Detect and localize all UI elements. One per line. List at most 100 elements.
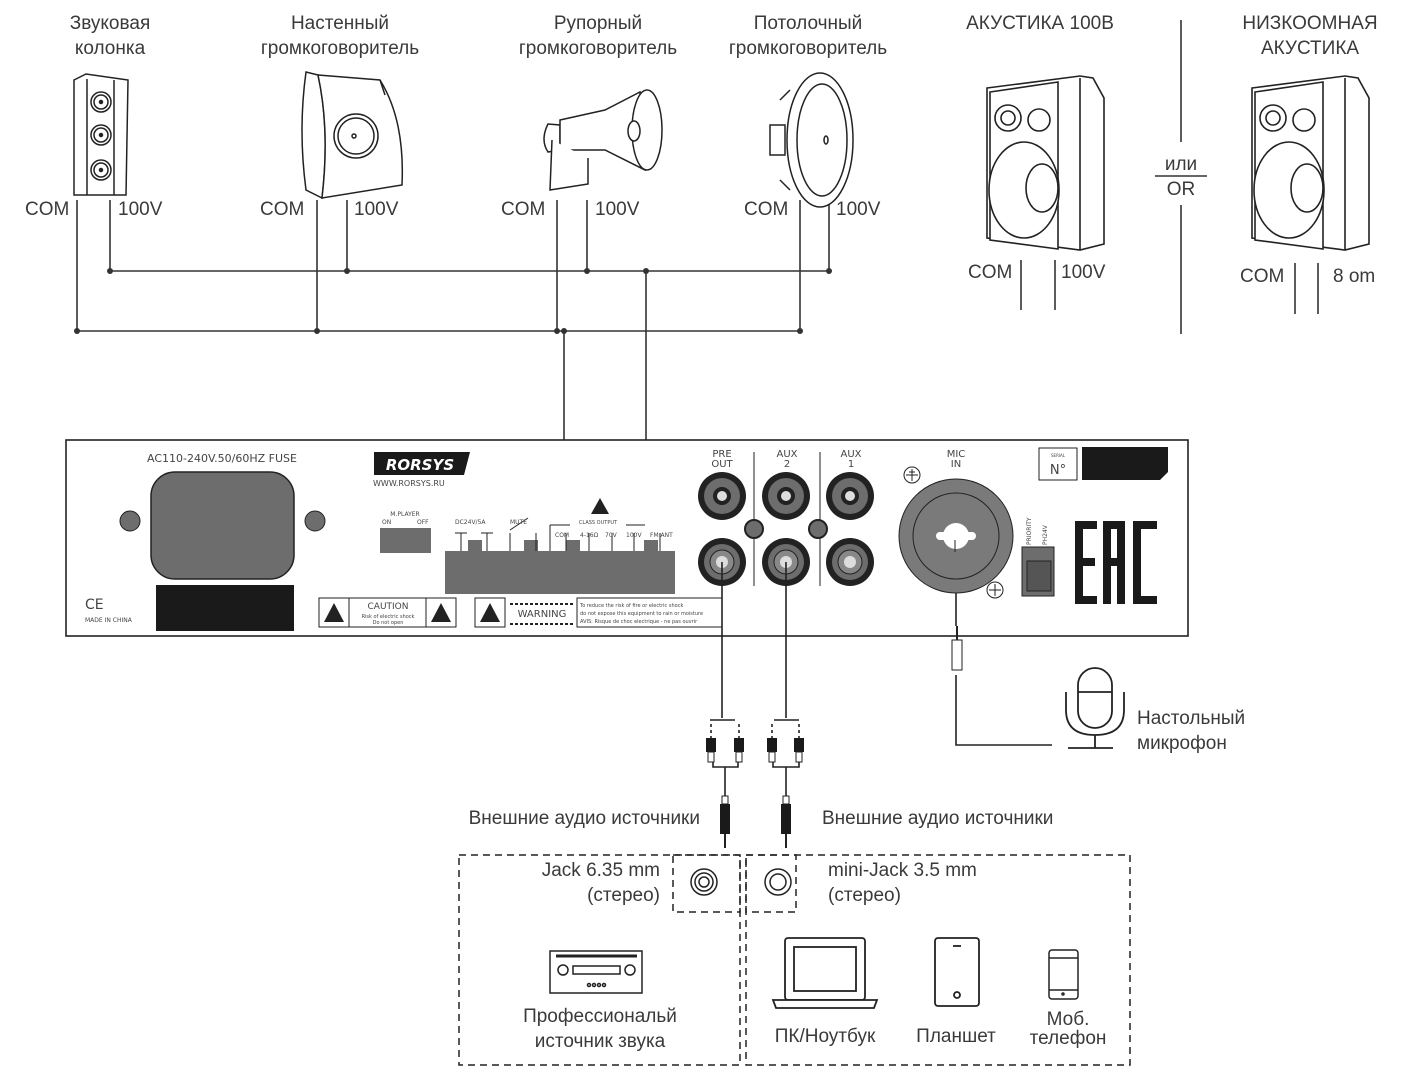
terminal-4-16-label: 4-16Ω — [580, 532, 599, 539]
label-plate — [156, 585, 294, 631]
pre-out-jack-top[interactable] — [698, 472, 746, 520]
terminal-com: COM — [1240, 266, 1285, 287]
caution-title: CAUTION — [368, 602, 409, 612]
mobile-phone-icon — [1048, 949, 1079, 1000]
label-line: Настольный — [1137, 708, 1246, 729]
screw-icon — [903, 466, 1004, 599]
aux1-label-bottom: 1 — [848, 459, 854, 470]
label-line: телефон — [1029, 1028, 1107, 1049]
priority-label: PRIORITY — [1026, 517, 1033, 545]
hazard-icon — [591, 498, 609, 514]
terminal-com: COM — [501, 199, 546, 220]
pre-out-label-top: PRE — [712, 449, 731, 460]
label-line: Настенный — [290, 13, 390, 34]
cables — [710, 562, 1052, 796]
caution-line1: Risk of electric shock — [362, 614, 415, 620]
horn-speaker-icon — [543, 89, 663, 191]
terminal-100v-label: 100V — [626, 532, 642, 539]
or-bottom-label: OR — [1166, 179, 1196, 200]
wall-speaker-icon — [301, 71, 404, 200]
label-line: (стерео) — [828, 885, 901, 906]
junction-dots — [74, 268, 832, 334]
pro-audio-device-icon — [549, 950, 643, 994]
serial-box — [1038, 447, 1078, 481]
speaker-wiring — [76, 20, 1319, 510]
label-line: колонка — [74, 38, 146, 59]
minijack-label: mini-Jack 3.5 mm (стерео) — [828, 858, 1048, 908]
source-boxes — [458, 854, 1131, 1066]
terminal-100v: 100V — [836, 199, 881, 220]
hazard-icon — [324, 603, 344, 622]
label-line: Профессиональй — [523, 1006, 677, 1027]
speaker-label-column: Звуковая колонка — [20, 11, 200, 61]
label-line: Рупорный — [553, 13, 643, 34]
mplayer-off: OFF — [417, 519, 429, 526]
label-line: (стерео) — [587, 885, 660, 906]
amplifier-rear-panel — [65, 439, 1189, 637]
warning-title: WARNING — [518, 609, 567, 620]
aux1-jack-top[interactable] — [826, 472, 874, 520]
speaker-label-horn: Рупорный громкоговоритель — [488, 11, 708, 61]
warning-line3: AVIS: Risque de choc electrique - ne pas… — [580, 619, 698, 625]
box-speaker-100v-icon — [986, 75, 1105, 251]
tablet-label: Планшет — [916, 1026, 996, 1047]
ph24v-label: PH24V — [1042, 524, 1049, 545]
class-output-label: CLASS OUTPUT — [579, 520, 618, 526]
terminal-com: COM — [260, 199, 305, 220]
pre-out-label-bottom: OUT — [711, 459, 733, 470]
label-line: mini-Jack 3.5 mm — [828, 860, 977, 881]
column-speaker-icon — [73, 73, 129, 196]
mplayer-on: ON — [382, 519, 391, 526]
mute-label: MUTE — [510, 519, 527, 526]
aux2-jack-top[interactable] — [762, 472, 810, 520]
terminal-100v: 100V — [595, 199, 640, 220]
warning-line2: do not expose this equipment to rain or … — [580, 611, 703, 617]
dc-label: DC24V/5A — [455, 519, 486, 526]
brand-url: WWW.RORSYS.RU — [373, 479, 445, 488]
terminal-8ohm: 8 om — [1333, 266, 1376, 287]
brand-logo — [374, 452, 470, 475]
serial-label: SERIAL — [1051, 453, 1066, 458]
label-line: Моб. — [1046, 1009, 1090, 1030]
terminal-com: COM — [968, 262, 1013, 283]
terminal-block — [445, 551, 675, 594]
ce-mark: CE — [85, 597, 104, 613]
terminal-100v: 100V — [118, 199, 163, 220]
terminal-com: COM — [25, 199, 70, 220]
terminal-100v: 100V — [354, 199, 399, 220]
made-in-label: MADE IN CHINA — [85, 617, 133, 624]
speaker-label-ceiling: Потолочный громкоговоритель — [698, 11, 918, 61]
label-line: Jack 6.35 mm — [541, 860, 660, 881]
label-line: АКУСТИКА — [1260, 38, 1360, 59]
tablet-icon — [934, 937, 980, 1007]
power-inlet — [150, 471, 295, 580]
microphone-icon — [1065, 667, 1125, 749]
label-line: НИЗКООМНАЯ — [1242, 13, 1378, 34]
pro-source-label: Профессиональй источник звука — [490, 1004, 710, 1054]
eac-mark — [1075, 521, 1157, 604]
acoustics-100v-title: АКУСТИКА 100В — [966, 13, 1114, 34]
jack-635-label: Jack 6.35 mm (стерео) — [470, 858, 660, 908]
label-line: громкоговоритель — [260, 38, 420, 59]
warning-line1: To reduce the risk of fire or electric s… — [579, 603, 683, 609]
microphone-label: Настольный микрофон — [1137, 706, 1245, 756]
brand-name: RORSYS — [386, 456, 454, 474]
external-sources-label-right: Внешние аудио источники — [822, 808, 1054, 829]
terminal-com: COM — [744, 199, 789, 220]
jack-plugs — [720, 626, 963, 848]
aux1-jack-bottom[interactable] — [826, 538, 874, 586]
power-spec-label: AC110-240V.50/60HZ FUSE — [147, 452, 297, 465]
mic-in-label-bottom: IN — [951, 459, 961, 470]
screw — [304, 510, 326, 532]
label-line: источник звука — [534, 1031, 666, 1052]
aux2-label-bottom: 2 — [784, 459, 790, 470]
box-speaker-lowohm-icon — [1251, 75, 1370, 251]
terminal-70v-label: 70V — [605, 532, 618, 539]
rca-plugs — [706, 738, 804, 763]
ceiling-speker-icon — [769, 72, 854, 208]
mplayer-switch[interactable] — [380, 528, 431, 553]
external-sources-label-left: Внешние аудио источники — [468, 808, 700, 829]
mic-in-combo-jack[interactable] — [898, 478, 1014, 594]
serial-plate — [1082, 447, 1168, 480]
